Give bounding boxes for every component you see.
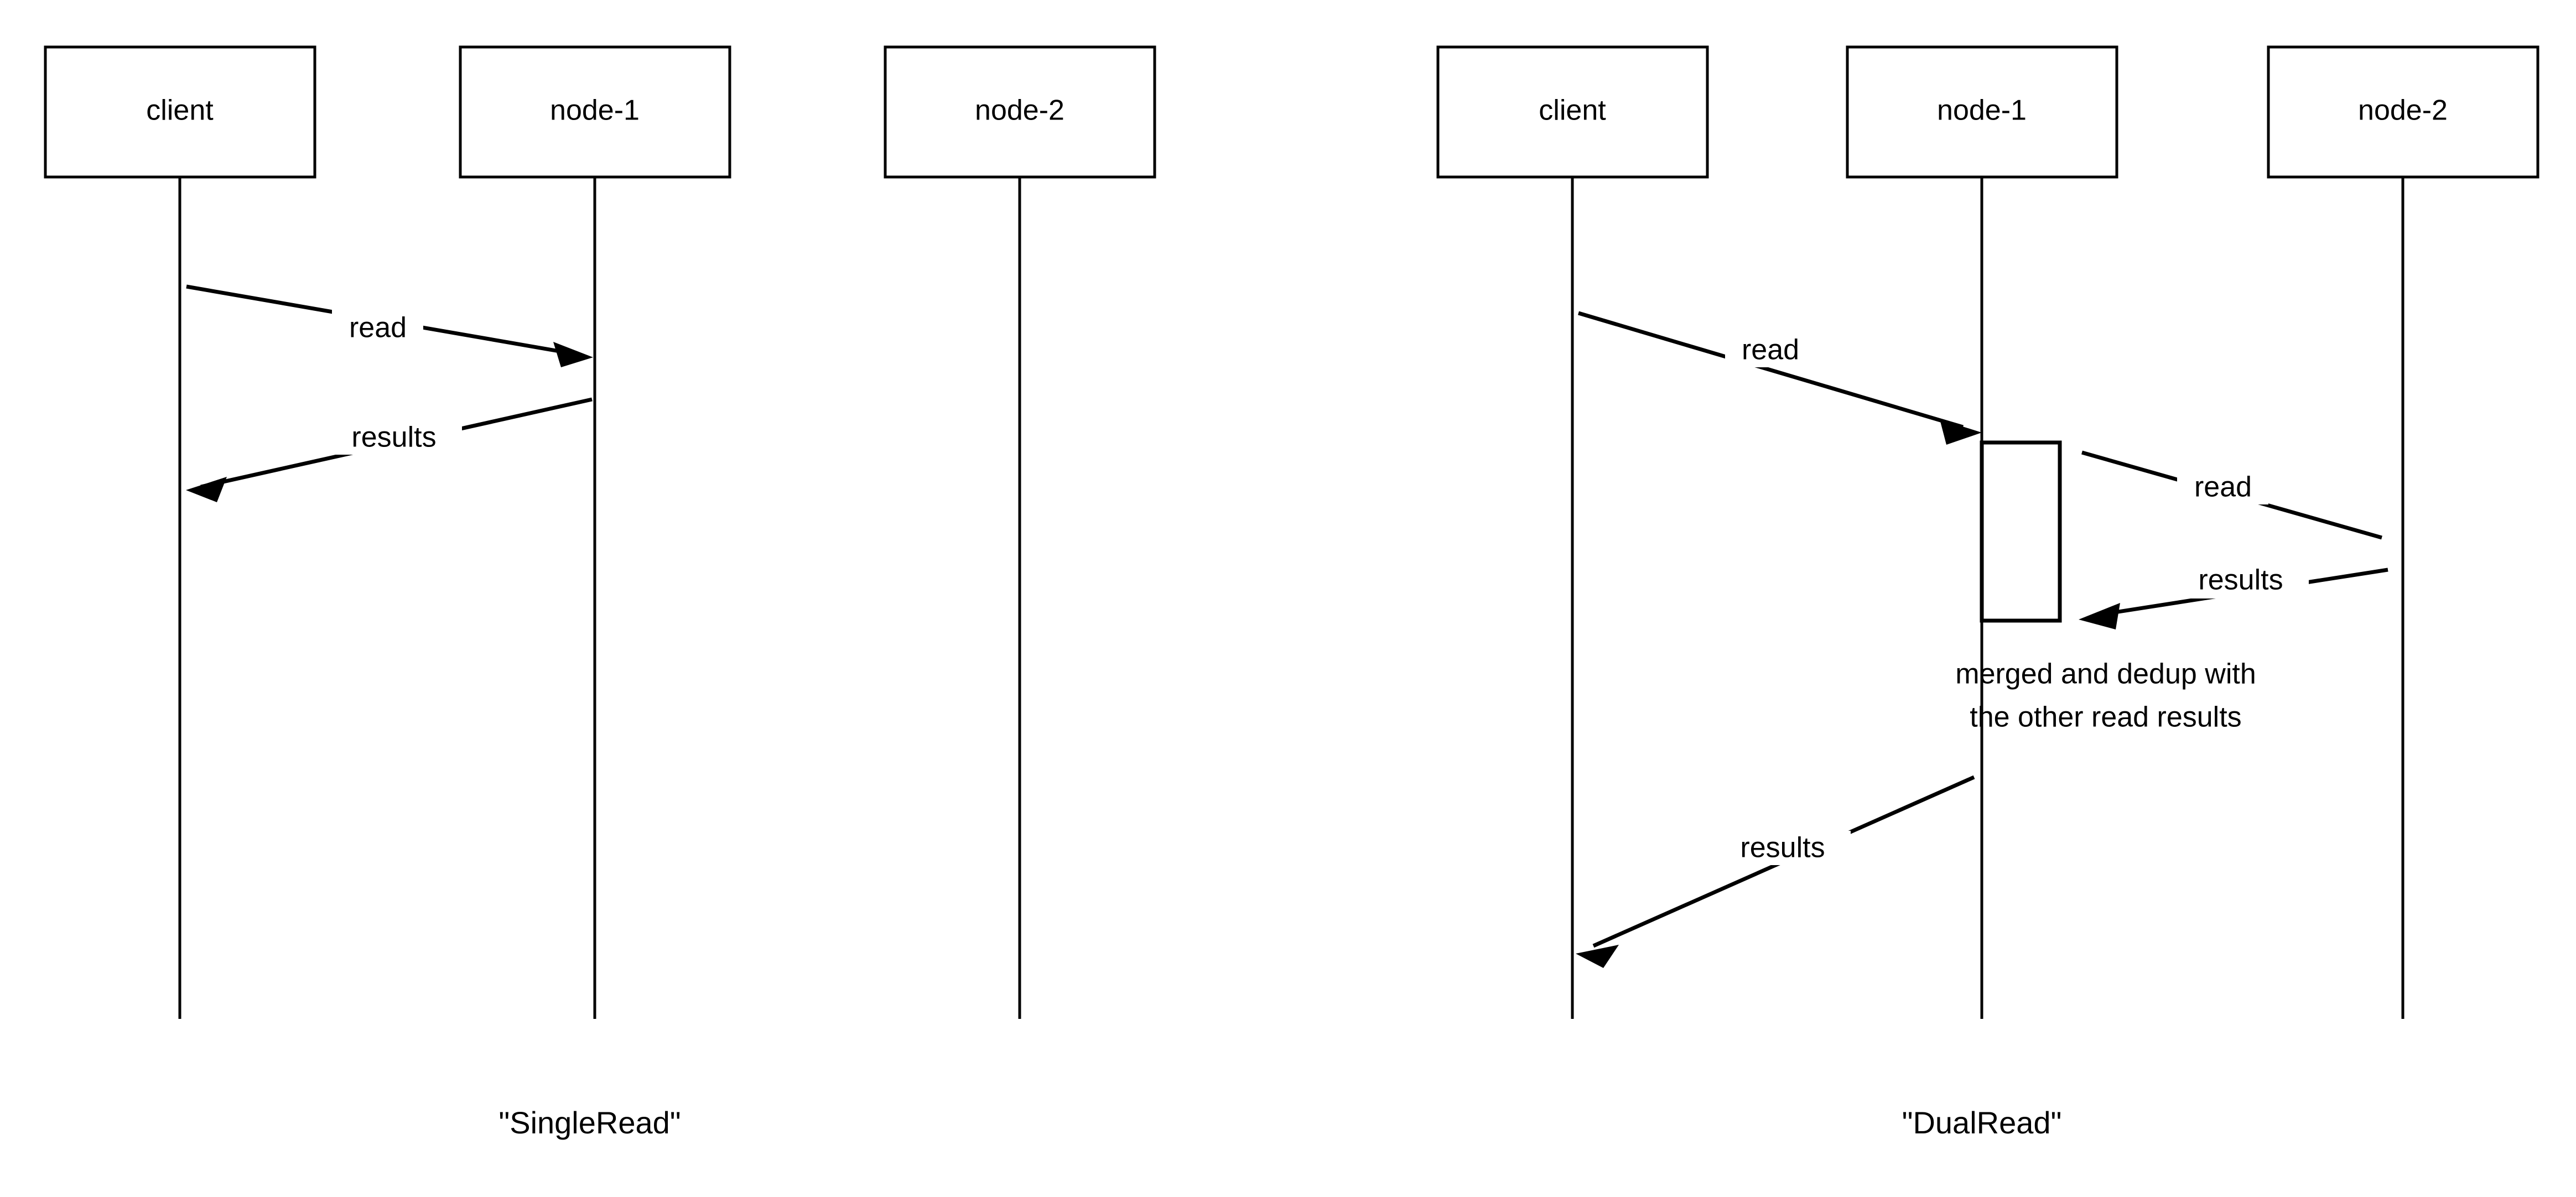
- arrow-head-left-icon: [186, 477, 227, 502]
- message-read-client-to-node-1[interactable]: read: [1578, 311, 1982, 445]
- message-label-results: results: [2198, 564, 2283, 596]
- message-results-node-2-to-node-1[interactable]: results: [2079, 564, 2388, 629]
- message-label-read: read: [349, 312, 407, 344]
- message-read-node-1-to-node-2[interactable]: read: [2081, 450, 2382, 540]
- message-label-backdrop: [2177, 470, 2268, 504]
- participant-box-node-2[interactable]: [884, 45, 1156, 179]
- participant-node-1[interactable]: node-1: [459, 45, 731, 1019]
- diagram-caption-dual-read: "DualRead": [1902, 1105, 2062, 1140]
- participant-node-2[interactable]: node-2: [884, 45, 1156, 1019]
- diagram-dual-read: client node-1 node-2: [1436, 45, 2539, 1140]
- message-label-backdrop: [1725, 333, 1816, 367]
- participant-box-client[interactable]: [1436, 45, 1709, 179]
- message-line: [1578, 311, 1964, 429]
- participant-label-node-1: node-1: [550, 95, 640, 127]
- diagram-single-read: client node-1 node-2 read: [44, 45, 1156, 1140]
- activation-rect[interactable]: [1980, 440, 2062, 623]
- arrow-head-right-icon: [553, 342, 593, 367]
- participant-client[interactable]: client: [44, 45, 316, 1019]
- participant-box-client[interactable]: [44, 45, 316, 179]
- message-label-backdrop: [1715, 831, 1851, 865]
- participant-box-node-2[interactable]: [2267, 45, 2539, 179]
- participant-label-node-1: node-1: [1937, 95, 2027, 127]
- message-label-results: results: [1740, 832, 1825, 864]
- participant-label-node-2: node-2: [2358, 95, 2448, 127]
- participant-label-client: client: [1539, 95, 1606, 127]
- participant-client[interactable]: client: [1436, 45, 1709, 1019]
- arrow-head-left-icon: [1576, 945, 1619, 968]
- note-line-1: merged and dedup with: [1955, 658, 2256, 690]
- note-merged-dedup: merged and dedup with the other read res…: [1955, 658, 2256, 733]
- participant-node-1[interactable]: node-1: [1846, 45, 2118, 1019]
- message-label-results: results: [351, 421, 436, 454]
- message-label-backdrop: [2173, 564, 2309, 598]
- diagram-caption-single-read: "SingleRead": [498, 1105, 681, 1140]
- message-read-client-to-node-1[interactable]: read: [186, 284, 593, 367]
- note-line-2: the other read results: [1970, 701, 2241, 733]
- message-label-backdrop: [332, 310, 423, 344]
- participant-node-2[interactable]: node-2: [2267, 45, 2539, 1019]
- participant-label-client: client: [146, 95, 214, 127]
- participant-box-node-1[interactable]: [459, 45, 731, 179]
- activation-box-node-1[interactable]: [1980, 440, 2062, 623]
- message-results-node-1-to-client[interactable]: results: [186, 397, 593, 502]
- message-results-node-1-to-client[interactable]: results: [1576, 775, 1975, 968]
- participant-label-node-2: node-2: [975, 95, 1064, 127]
- message-label-read: read: [1742, 334, 1799, 366]
- arrow-head-right-icon: [1940, 419, 1982, 445]
- message-label-read: read: [2194, 471, 2252, 503]
- message-label-backdrop: [326, 420, 462, 455]
- arrow-head-left-icon: [2079, 603, 2120, 629]
